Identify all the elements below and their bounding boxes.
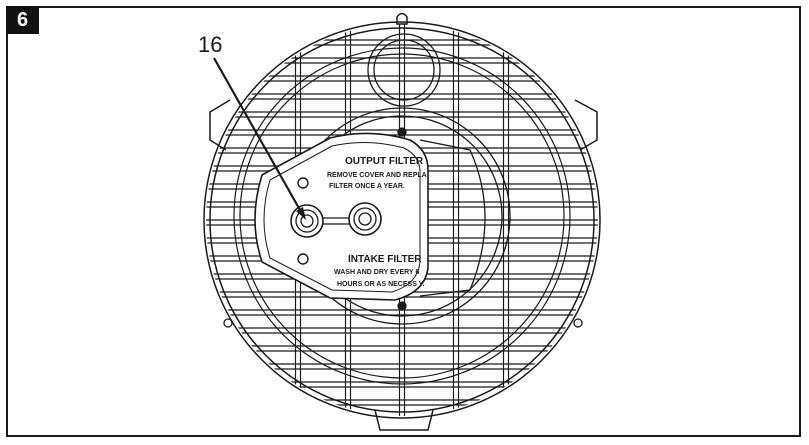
figure-frame [6, 6, 801, 437]
right-screw [573, 318, 583, 328]
output-filter-title: OUTPUT FILTER [345, 156, 424, 167]
intake-filter-title: INTAKE FILTER [348, 254, 422, 265]
filter-cover-panel: OUTPUT FILTER REMOVE COVER AND REPLA FIL… [254, 132, 429, 301]
output-filter-line1: REMOVE COVER AND REPLA [327, 172, 427, 179]
figure-number-badge: 6 [6, 6, 39, 34]
left-screw [223, 318, 233, 328]
right-mount-tab [574, 99, 598, 151]
output-filter-line2: FILTER ONCE A YEAR. [329, 183, 405, 190]
bottom-foot [374, 409, 434, 431]
output-filter-knob [290, 204, 324, 238]
callout-leader-line [213, 57, 301, 211]
panel-screw-top [297, 177, 309, 189]
intake-filter-knob [348, 202, 382, 236]
intake-filter-line1: WASH AND DRY EVERY 6 [334, 269, 419, 276]
intake-filter-line2: HOURS OR AS NECESS Y. [337, 281, 425, 288]
callout-arrowhead [296, 207, 306, 220]
callout-number: 16 [198, 32, 222, 57]
callout-16: 16 [198, 32, 306, 220]
panel-screw-bottom [297, 253, 309, 265]
